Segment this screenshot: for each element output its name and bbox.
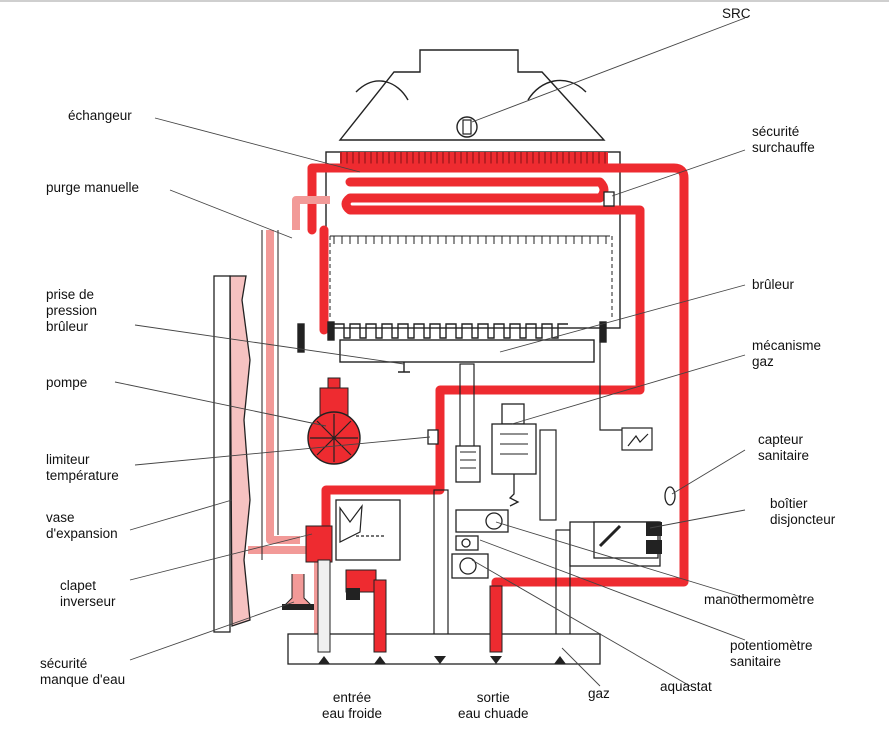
label-purge-manuelle: purge manuelle (46, 180, 140, 195)
hot-circuit (307, 163, 689, 651)
leader-lines (114, 17, 746, 687)
label-bruleur: brûleur (752, 277, 795, 292)
label-sortie-eau-chaude: sortie eau chuade (458, 690, 529, 721)
src-sensor (456, 116, 478, 138)
gas-mechanism (455, 403, 537, 507)
exchanger-lower-fins (329, 235, 613, 320)
label-securite-manque-eau: sécurité manque d'eau (40, 656, 126, 687)
sanitary-sensor (664, 486, 676, 506)
label-pompe: pompe (46, 375, 88, 390)
gas-pipes (433, 330, 653, 651)
draft-hood (338, 49, 606, 141)
label-clapet-inverseur: clapet inverseur (60, 578, 116, 609)
label-vase-expansion: vase d'expansion (46, 510, 118, 541)
top-border (0, 0, 889, 2)
label-boitier-disjoncteur: boîtier disjoncteur (770, 496, 836, 527)
circuit-breaker-box (593, 521, 662, 559)
label-securite-surchauffe: sécurité surchauffe (752, 124, 815, 155)
water-safety (282, 574, 314, 610)
diverter-valve (305, 503, 386, 600)
label-src: SRC (722, 6, 751, 21)
bottom-rail (287, 559, 601, 665)
burner (297, 321, 607, 373)
pump (307, 377, 361, 465)
label-aquastat: aquastat (660, 679, 712, 694)
label-prise-pression: prise de pression brûleur (46, 287, 98, 334)
label-limiteur-temperature: limiteur température (46, 452, 119, 483)
label-manothermometre: manothermomètre (704, 592, 815, 607)
label-potentiometre-sanitaire: potentiomètre sanitaire (730, 638, 813, 669)
label-gaz: gaz (588, 686, 610, 701)
expansion-vessel (213, 275, 251, 633)
label-entree-eau-froide: entrée eau froide (322, 690, 383, 721)
return-circuit-outline (261, 230, 279, 560)
overheat-safety (603, 191, 615, 207)
label-echangeur: échangeur (68, 108, 132, 123)
label-capteur-sanitaire: capteur sanitaire (758, 432, 810, 463)
label-mecanisme-gaz: mécanisme gaz (752, 338, 822, 369)
flow-arrows (318, 656, 566, 664)
